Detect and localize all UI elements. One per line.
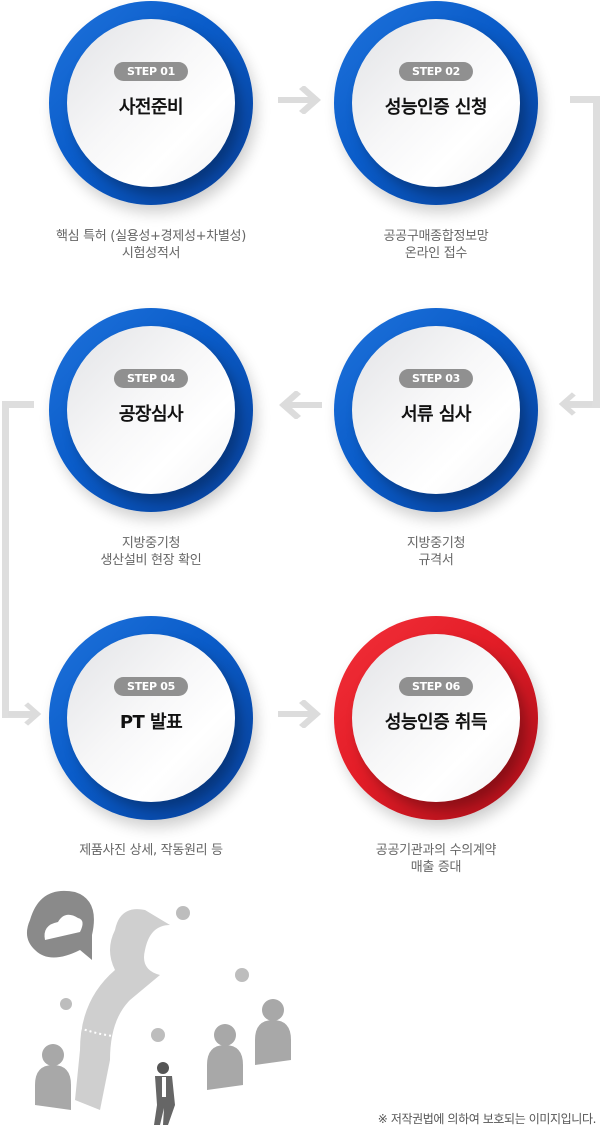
step-caption: 제품사진 상세, 작동원리 등 (11, 842, 291, 859)
step-badge: STEP 05 (113, 677, 189, 696)
step-06: STEP 06 성능인증 취득 (334, 616, 538, 820)
arrow-right-icon (8, 702, 42, 726)
caption-line: 온라인 접수 (404, 246, 468, 261)
arrow-left-icon (279, 391, 322, 419)
step-badge: STEP 02 (398, 62, 474, 81)
step-disc: STEP 04 공장심사 (67, 326, 235, 494)
caption-line: 지방중기청 (121, 536, 181, 551)
step-disc: STEP 01 사전준비 (67, 19, 235, 187)
arrow-left-icon (558, 392, 592, 416)
step-caption: 공공구매종합정보망 온라인 접수 (296, 228, 576, 262)
step-03: STEP 03 서류 심사 (334, 308, 538, 512)
copyright-note: ※ 저작권법에 의하여 보호되는 이미지입니다. (377, 1112, 597, 1126)
caption-line: 공공구매종합정보망 (383, 229, 489, 244)
step-caption: 지방중기청 생산설비 현장 확인 (11, 535, 291, 569)
step-badge: STEP 04 (113, 369, 189, 388)
step-disc: STEP 05 PT 발표 (67, 634, 235, 802)
step-caption: 핵심 특허 (실용성+경제성+차별성) 시험성적서 (11, 228, 291, 262)
step-title: 사전준비 (118, 97, 184, 118)
caption-line: 시험성적서 (121, 246, 181, 261)
step-02: STEP 02 성능인증 신청 (334, 1, 538, 205)
arrow-right-icon (278, 86, 321, 114)
connector-left-vertical (2, 401, 34, 408)
caption-line: 핵심 특허 (실용성+경제성+차별성) (56, 229, 246, 244)
caption-line: 지방중기청 (406, 536, 466, 551)
connector-left-vertical (2, 401, 9, 718)
cloud-icon (44, 914, 83, 940)
step-caption: 공공기관과의 수의계약 매출 증대 (296, 842, 576, 876)
caption-line: 공공기관과의 수의계약 (375, 843, 497, 858)
step-04: STEP 04 공장심사 (49, 308, 253, 512)
step-title: 성능인증 신청 (384, 97, 488, 118)
step-title: 성능인증 취득 (384, 712, 488, 733)
caption-line: 규격서 (418, 553, 454, 568)
businessman-figure (154, 1062, 175, 1125)
step-title: 공장심사 (118, 404, 184, 425)
step-05: STEP 05 PT 발표 (49, 616, 253, 820)
connector-right-vertical (570, 96, 600, 103)
arrow-right-icon (278, 700, 321, 728)
step-badge: STEP 01 (113, 62, 189, 81)
step-title: 서류 심사 (400, 404, 472, 425)
step-disc: STEP 02 성능인증 신청 (352, 19, 520, 187)
step-01: STEP 01 사전준비 (49, 1, 253, 205)
step-caption: 지방중기청 규격서 (296, 535, 576, 569)
step-disc: STEP 03 서류 심사 (352, 326, 520, 494)
step-title: PT 발표 (119, 712, 183, 733)
caption-line: 매출 증대 (410, 860, 462, 875)
step-disc: STEP 06 성능인증 취득 (352, 634, 520, 802)
person-icon (35, 999, 291, 1110)
business-people-illustration (26, 890, 291, 1125)
connector-right-vertical (593, 96, 600, 408)
ribbon-shape (75, 909, 170, 1110)
step-badge: STEP 03 (398, 369, 474, 388)
step-badge: STEP 06 (398, 677, 474, 696)
caption-line: 생산설비 현장 확인 (100, 553, 202, 568)
caption-line: 제품사진 상세, 작동원리 등 (79, 843, 223, 858)
